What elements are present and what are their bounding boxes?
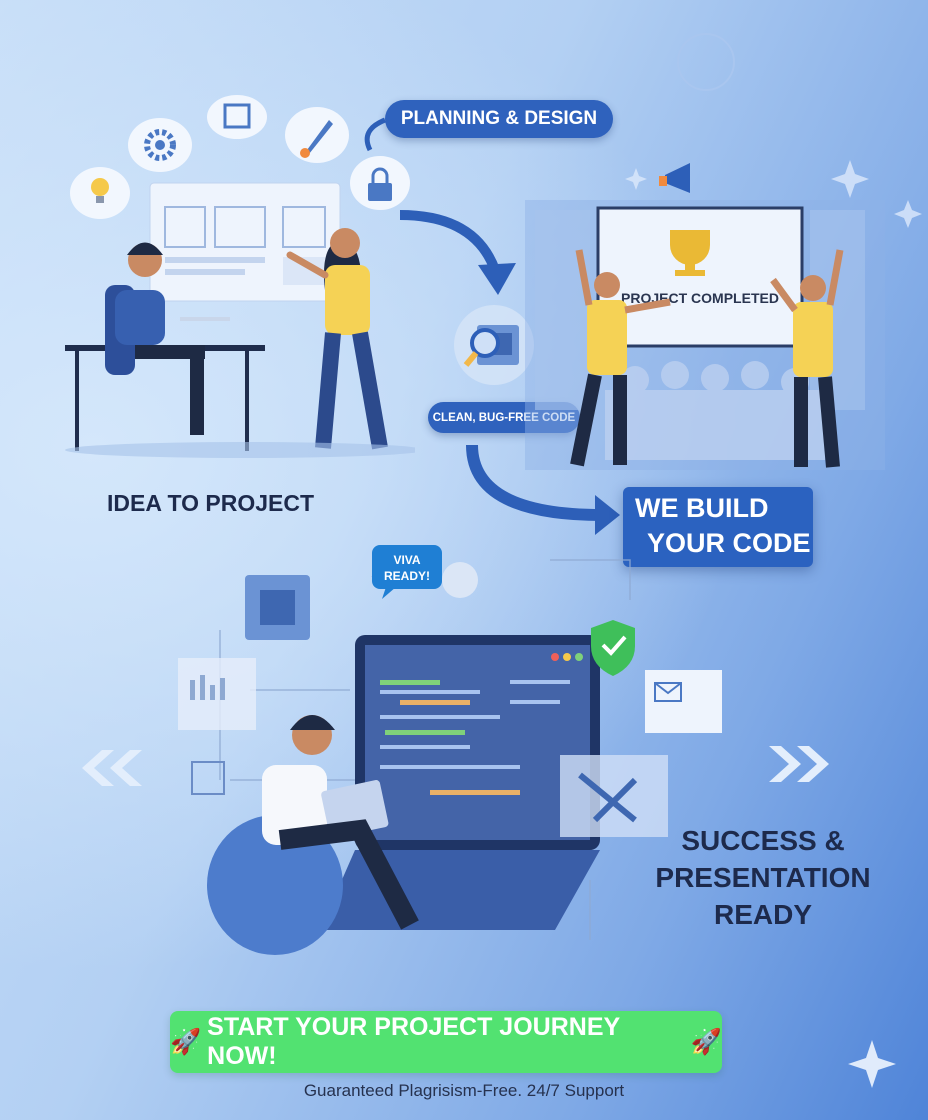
developer-at-desk [65, 242, 265, 451]
celebration-scene: PROJECT COMPLETED [525, 163, 885, 470]
planning-scene [65, 95, 415, 458]
viva-line2: READY! [384, 569, 430, 583]
chip-magnifier-icon [454, 305, 534, 385]
shield-check-icon [591, 620, 635, 676]
we-build-line1: WE BUILD [635, 493, 769, 523]
analytics-card [178, 658, 256, 730]
success-line1: SUCCESS & [681, 825, 845, 856]
planning-design-badge: PLANNING & DESIGN [385, 100, 613, 138]
designer-woman [286, 228, 388, 450]
cta-label: START YOUR PROJECT JOURNEY NOW! [207, 1013, 620, 1070]
success-line2: PRESENTATION [655, 862, 871, 893]
lightbulb-icon [70, 167, 130, 219]
rocket-icon: 🚀 [690, 1027, 722, 1056]
tools-card [560, 755, 668, 837]
coding-scene [178, 547, 722, 955]
start-project-button[interactable]: 🚀 START YOUR PROJECT JOURNEY NOW! 🚀 [170, 1011, 722, 1073]
rocket-icon: 🚀 [170, 1027, 202, 1056]
success-heading: SUCCESS & PRESENTATION READY [652, 822, 874, 933]
success-line3: READY [713, 899, 812, 930]
rocket-icon [285, 107, 349, 163]
viva-line1: VIVA [393, 553, 420, 567]
chevron-left-icon [82, 750, 142, 786]
arrow-head [478, 263, 516, 295]
laptop [320, 635, 600, 930]
student-with-laptop [207, 715, 419, 955]
email-card [645, 670, 722, 733]
lock-icon [350, 156, 410, 210]
chip-icon [245, 575, 310, 640]
clean-code-badge: CLEAN, BUG-FREE CODE [428, 402, 580, 433]
we-build-your-code-banner: WE BUILD YOUR CODE [623, 487, 813, 567]
grid-icon [191, 761, 225, 795]
guarantee-text: Guaranteed Plagrisism-Free. 24/7 Support [303, 1081, 625, 1100]
wireframe-icon [207, 95, 267, 139]
idea-to-project-heading: IDEA TO PROJECT [107, 490, 315, 516]
celebrating-man-right [770, 249, 844, 468]
viva-ready-bubble: VIVA READY! [372, 545, 442, 599]
gear-icon [128, 118, 192, 172]
megaphone-icon [659, 163, 690, 193]
we-build-line2: YOUR CODE [647, 528, 811, 558]
celebrating-man-left [570, 249, 671, 467]
chevron-right-icon [769, 746, 829, 782]
trophy-icon [670, 230, 710, 276]
